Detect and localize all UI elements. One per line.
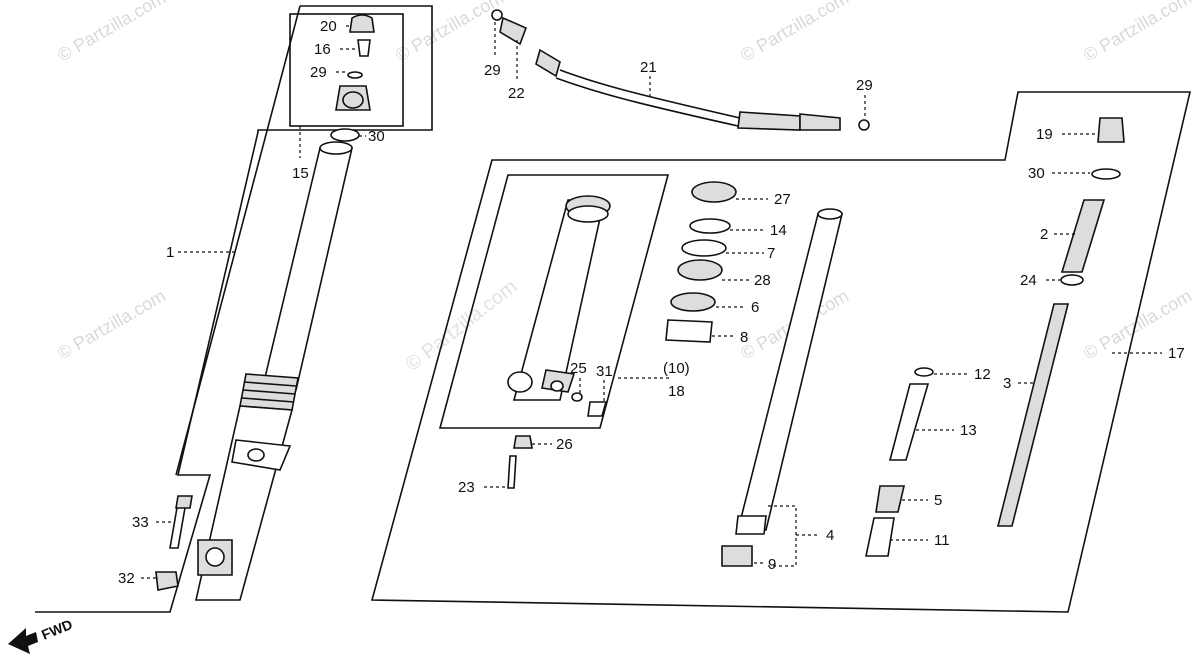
washer-30-right (1091, 168, 1121, 180)
callout-33: 33 (132, 514, 149, 531)
callout-24: 24 (1020, 272, 1037, 289)
leader-lines (141, 22, 1162, 579)
washer-24 (1060, 274, 1084, 286)
spring-3 (996, 303, 1070, 527)
fork-slider-18 (507, 195, 611, 417)
callout-26: 26 (556, 436, 573, 453)
callout-1: 1 (166, 244, 174, 261)
callout-27: 27 (774, 191, 791, 208)
washer-25 (571, 392, 583, 402)
callout-28: 28 (754, 272, 771, 289)
callout-29-bolt: 29 (310, 64, 327, 81)
bushing-8 (665, 319, 713, 343)
watermark-center: © Partzilla.com (402, 276, 522, 376)
callout-5: 5 (934, 492, 942, 509)
callout-labels: 1 2 3 4 5 6 7 8 9 (10) 11 12 13 14 15 16… (118, 18, 1185, 587)
callout-30-right: 30 (1028, 165, 1045, 182)
callout-18: 18 (668, 383, 685, 400)
frame-center-assembly (370, 91, 1192, 613)
oring-29-left (347, 71, 363, 79)
piston-13 (888, 383, 930, 461)
bushing-9 (721, 545, 753, 567)
callout-21: 21 (640, 59, 657, 76)
valve-16 (357, 39, 371, 57)
callout-20: 20 (320, 18, 337, 35)
bolt-31 (587, 401, 608, 417)
callout-12: 12 (974, 366, 991, 383)
callout-2: 2 (1040, 226, 1048, 243)
clip-14 (689, 218, 731, 234)
callout-14: 14 (770, 222, 787, 239)
callout-15: 15 (292, 165, 309, 182)
callout-25: 25 (570, 360, 587, 377)
damper-group (865, 367, 934, 557)
ring-12 (914, 367, 934, 377)
bushing-6 (670, 292, 716, 312)
callout-29-hose: 29 (484, 62, 501, 79)
callout-3: 3 (1003, 375, 1011, 392)
callout-29-right: 29 (856, 77, 873, 94)
frame-left-edge (175, 5, 301, 476)
callout-32: 32 (118, 570, 135, 587)
washer-26 (513, 435, 533, 449)
spring-group (996, 117, 1125, 527)
callout-19: 19 (1036, 126, 1053, 143)
watermark-5: © Partzilla.com (54, 285, 169, 363)
oring-29-hose (491, 9, 503, 21)
callout-13: 13 (960, 422, 977, 439)
air-hose-21 (491, 9, 870, 131)
cap-19 (1097, 117, 1125, 143)
frame-slider-group-18 (438, 174, 670, 429)
cap-20 (349, 14, 375, 33)
callout-4: 4 (826, 527, 834, 544)
frame-bolt-group-15 (289, 13, 404, 127)
watermark-4: © Partzilla.com (1080, 0, 1195, 65)
watermarks: © Partzilla.com © Partzilla.com © Partzi… (54, 0, 1195, 376)
lock-11 (865, 517, 895, 557)
callout-6: 6 (751, 299, 759, 316)
callout-8: 8 (740, 329, 748, 346)
watermark-2: © Partzilla.com (392, 0, 507, 65)
callout-23: 23 (458, 479, 475, 496)
fwd-label: FWD (39, 616, 75, 643)
callout-9: 9 (768, 556, 776, 573)
fitting-22 (499, 16, 528, 46)
bolt-23 (507, 455, 517, 489)
fork-tube-assembly (194, 141, 354, 601)
bolt-33 (169, 501, 187, 549)
fork-tube-top (319, 141, 353, 155)
dust-seal-27 (691, 181, 737, 203)
washer-30-left (330, 128, 360, 142)
fork-inner-tube (260, 147, 354, 391)
frame-left-assembly (35, 5, 433, 613)
callout-10: (10) (663, 360, 690, 377)
watermark-3: © Partzilla.com (737, 0, 852, 65)
callout-7: 7 (767, 245, 775, 262)
seal-28 (677, 259, 723, 281)
seal-stack (665, 181, 737, 343)
washer-7 (681, 239, 727, 257)
spring-5 (875, 485, 906, 513)
watermark-1: © Partzilla.com (54, 0, 169, 65)
callout-30-left: 30 (368, 128, 385, 145)
inner-tube-4 (721, 208, 844, 567)
fwd-arrow-icon (8, 628, 38, 654)
bolt-group-15 (330, 14, 375, 142)
fwd-arrow: FWD (8, 616, 75, 654)
callout-31: 31 (596, 363, 613, 380)
callout-16: 16 (314, 41, 331, 58)
callout-22: 22 (508, 85, 525, 102)
spring-2 (1060, 199, 1106, 273)
nut-32 (155, 571, 179, 591)
callout-17: 17 (1168, 345, 1185, 362)
oring-29-right (858, 119, 870, 131)
callout-11: 11 (934, 532, 950, 549)
